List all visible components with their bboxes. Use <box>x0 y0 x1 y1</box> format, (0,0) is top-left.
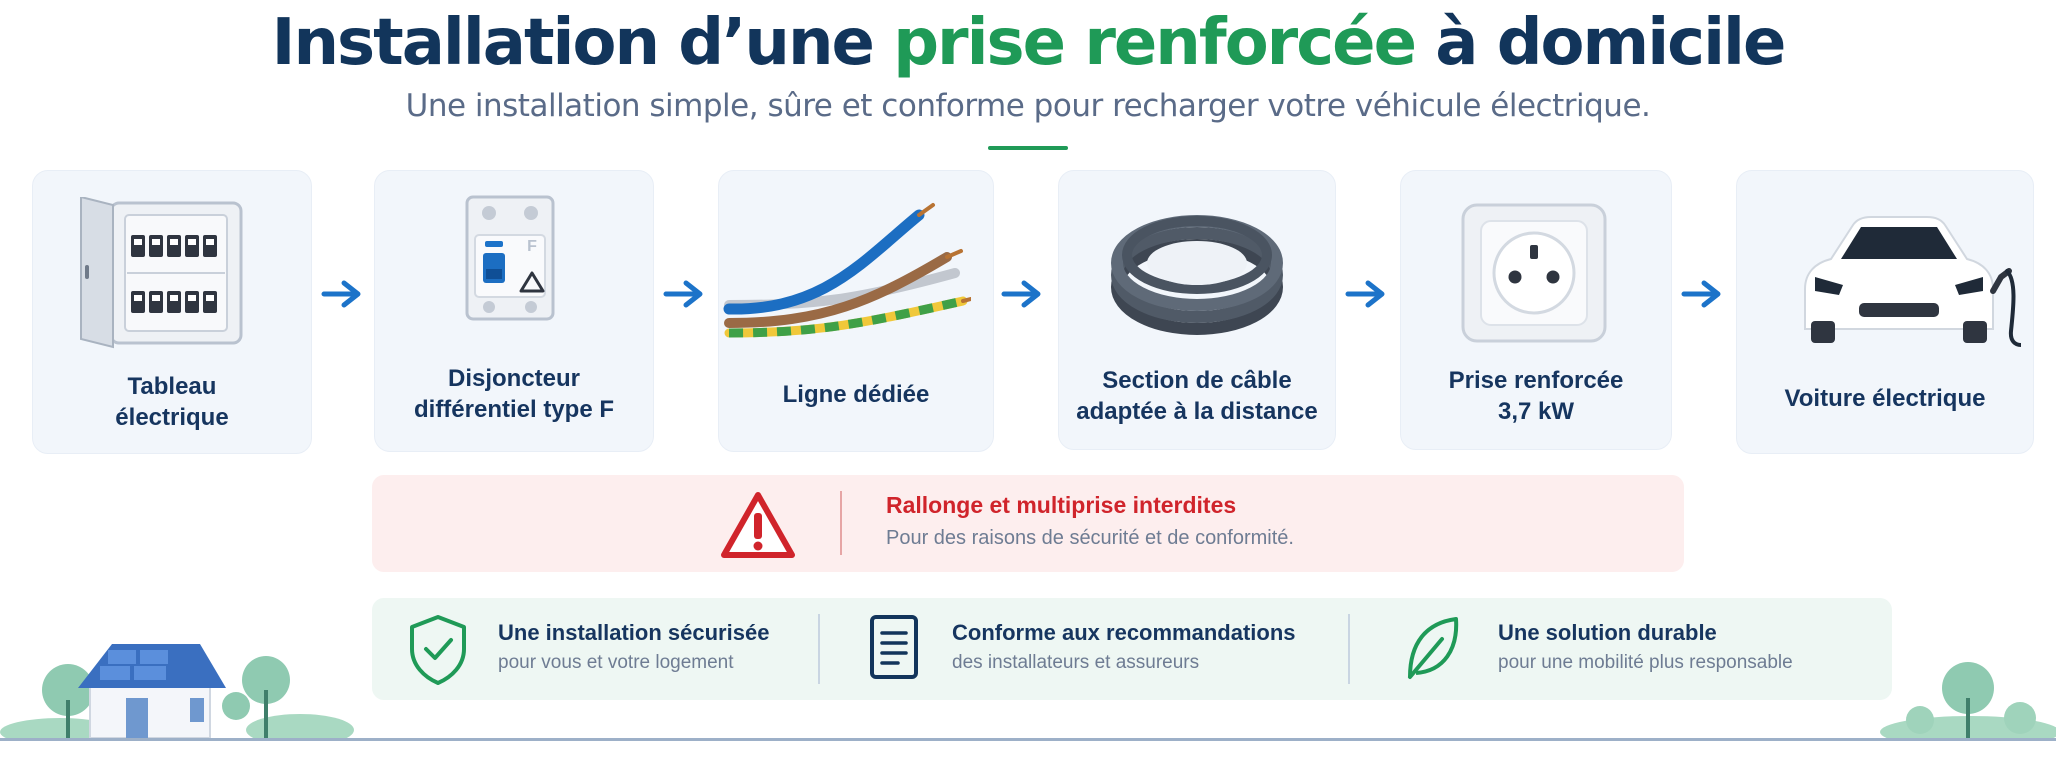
step-label: Voiture électrique <box>1784 385 1986 412</box>
benefit-subtitle: pour vous et votre logement <box>498 652 734 673</box>
arrow-right-icon <box>1681 280 1721 308</box>
cable-icon <box>723 203 971 338</box>
step-label: Disjoncteur différentiel type F <box>413 365 615 423</box>
step-card-ligne: Ligne dédiée <box>718 170 994 452</box>
leaf-icon <box>1408 617 1459 679</box>
title-part-1: Installation d’une <box>271 6 894 80</box>
title-part-2: à domicile <box>1414 6 1786 80</box>
tree-illustration <box>1880 662 2056 740</box>
ground-line <box>0 738 2056 741</box>
arrow-right-icon <box>321 280 361 308</box>
svg-text:F: F <box>527 238 537 255</box>
benefit-separator <box>1348 614 1350 684</box>
document-icon <box>870 615 918 679</box>
cable-coil-icon <box>1111 215 1283 335</box>
step-card-section: Section de câble adaptée à la distance <box>1058 170 1336 450</box>
warning-triangle-icon <box>721 492 795 558</box>
step-card-disjoncteur: F Disjoncteur différentiel type F <box>374 170 654 452</box>
house-illustration <box>0 644 354 740</box>
electric-car-icon <box>1804 216 2021 347</box>
electrical-panel-icon <box>80 197 243 349</box>
benefit-title: Conforme aux recommandations <box>952 620 1296 645</box>
arrow-right-icon <box>663 280 703 308</box>
warning-banner: Rallonge et multiprise interdites Pour d… <box>372 475 1684 572</box>
step-card-tableau: Tableau électrique <box>32 170 312 454</box>
warning-title: Rallonge et multiprise interdites <box>886 492 1237 518</box>
page-title: Installation d’une prise renforcée à dom… <box>0 6 2056 80</box>
benefit-subtitle: des installateurs et assureurs <box>952 652 1200 673</box>
page-subtitle: Une installation simple, sûre et conform… <box>405 88 1651 124</box>
benefit-title: Une installation sécurisée <box>498 620 770 645</box>
benefits-bar: Une installation sécurisée pour vous et … <box>372 598 1892 700</box>
benefit-title: Une solution durable <box>1498 620 1717 645</box>
arrow-right-icon <box>1345 280 1385 308</box>
socket-icon <box>1461 203 1607 343</box>
warning-subtitle: Pour des raisons de sécurité et de confo… <box>886 527 1294 549</box>
step-label: Prise renforcée 3,7 kW <box>1448 367 1624 425</box>
warning-separator <box>840 491 842 555</box>
title-underline <box>988 146 1068 150</box>
step-label: Section de câble adaptée à la distance <box>1076 367 1318 425</box>
shield-check-icon <box>410 615 466 685</box>
arrow-right-icon <box>1001 280 1041 308</box>
step-label: Tableau électrique <box>115 373 229 431</box>
step-card-voiture: Voiture électrique <box>1736 170 2034 454</box>
benefit-subtitle: pour une mobilité plus responsable <box>1498 652 1793 673</box>
breaker-icon: F <box>465 195 555 321</box>
benefit-separator <box>818 614 820 684</box>
step-label: Ligne dédiée <box>782 381 930 408</box>
title-accent: prise renforcée <box>893 6 1417 80</box>
step-card-prise: Prise renforcée 3,7 kW <box>1400 170 1672 450</box>
